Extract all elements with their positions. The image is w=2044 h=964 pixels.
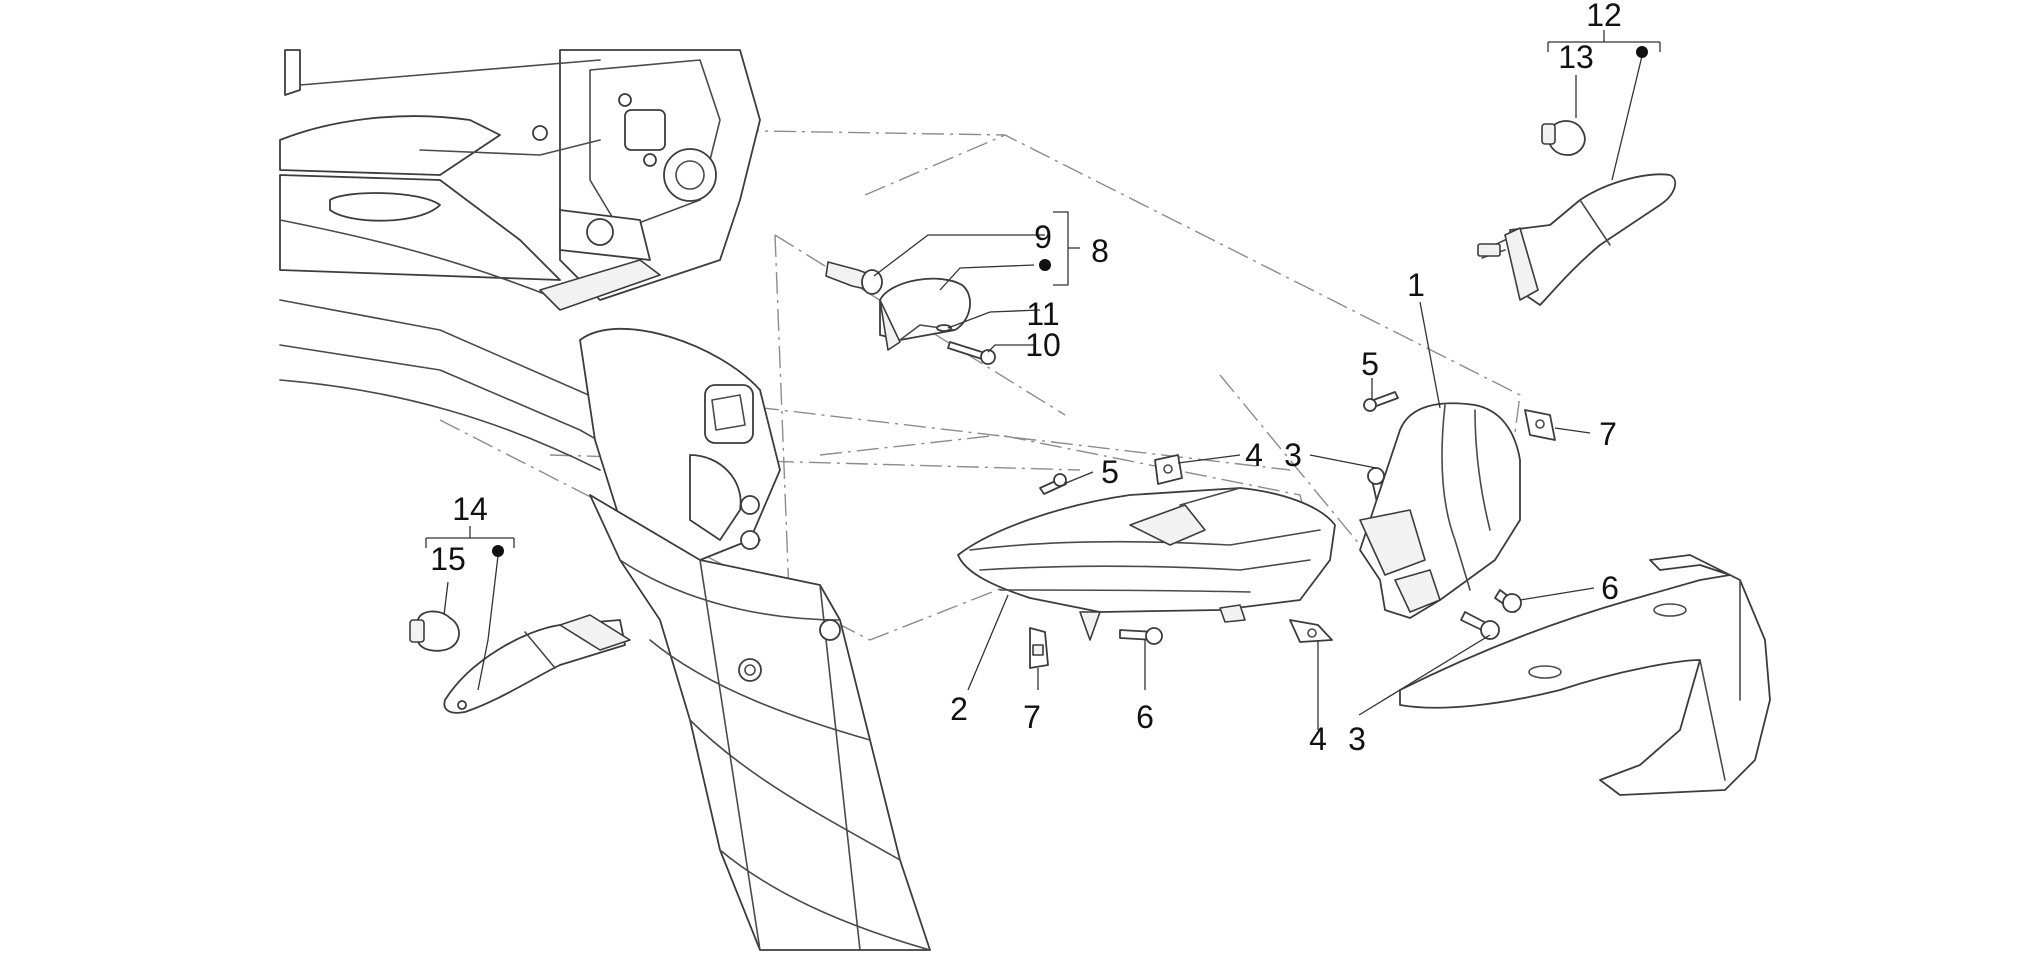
callout-13: 13 [1558,39,1594,75]
front-frame [279,49,761,541]
callout-15: 15 [430,541,466,577]
bulb-15 [409,610,460,652]
callout-3-lower: 3 [1348,721,1366,757]
callout-11: 11 [1026,296,1059,332]
callout-dots [492,46,1648,557]
callout-4-lower: 4 [1309,721,1327,757]
callout-dot-14 [492,545,504,557]
light-unit-8 [879,277,971,351]
clip-4-lower [1289,619,1333,643]
clip-7-right [1524,409,1556,441]
callout-10: 10 [1025,327,1061,363]
screw-5-right [1363,391,1399,412]
right-indicator-12 [1477,173,1677,306]
rear-cover [1399,554,1771,796]
callout-6-left: 6 [1136,699,1154,735]
clip-7-left [1029,627,1049,669]
screw-6-right [1494,589,1522,613]
callout-8: 8 [1091,233,1109,269]
bulb-9 [825,261,883,295]
callout-12: 12 [1586,0,1622,33]
callout-7-left: 7 [1023,699,1041,735]
rear-light-1 [1359,402,1521,619]
callout-dot-12 [1636,46,1648,58]
callout-2: 2 [950,691,968,727]
leader-lines [425,30,1661,730]
callout-5-left: 5 [1101,454,1119,490]
callout-5-right: 5 [1361,346,1379,382]
screw-6-left [1119,627,1163,645]
callout-1: 1 [1407,267,1425,303]
screw-5-left [1039,473,1067,495]
light-cover-2 [957,487,1336,641]
callout-9: 9 [1034,219,1052,255]
screw-10 [947,341,996,365]
screw-3-lower [1460,611,1500,640]
callout-7-right: 7 [1599,416,1617,452]
bulb-13 [1541,120,1586,156]
callout-14: 14 [452,491,488,527]
washer-11 [936,324,952,332]
callout-3-upper: 3 [1284,437,1302,473]
callout-labels: 12 13 9 8 11 10 1 5 7 4 3 5 6 14 15 2 7 … [430,0,1622,757]
callout-dot-8 [1039,259,1051,271]
clip-4-upper [1154,454,1183,485]
callout-6-right: 6 [1601,570,1619,606]
left-indicator-14 [443,614,631,714]
front-mudguard [579,327,931,951]
callout-4-upper: 4 [1245,437,1263,473]
